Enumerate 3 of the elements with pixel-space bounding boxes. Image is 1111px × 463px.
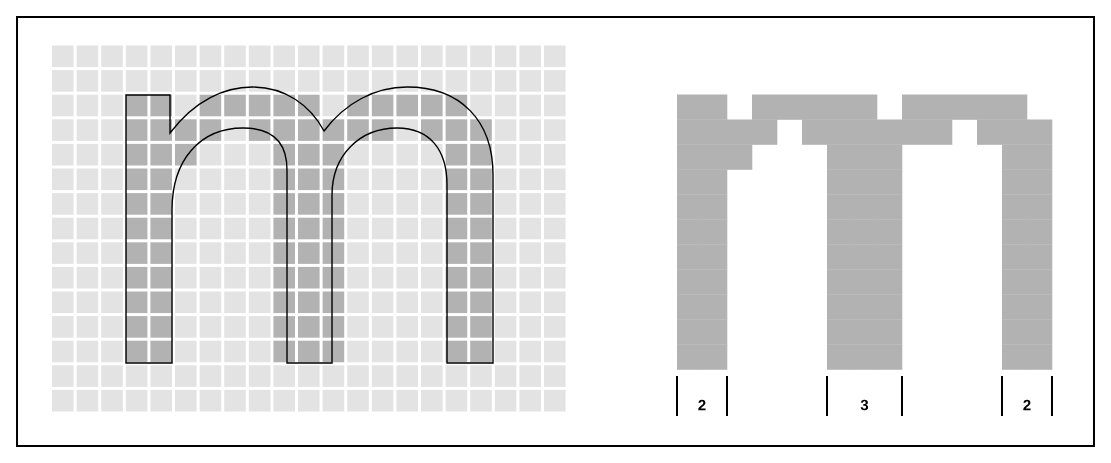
dimension-label: 2 [698, 399, 706, 411]
dimension-label: 2 [1023, 399, 1031, 411]
dimension-label: 3 [860, 399, 869, 411]
